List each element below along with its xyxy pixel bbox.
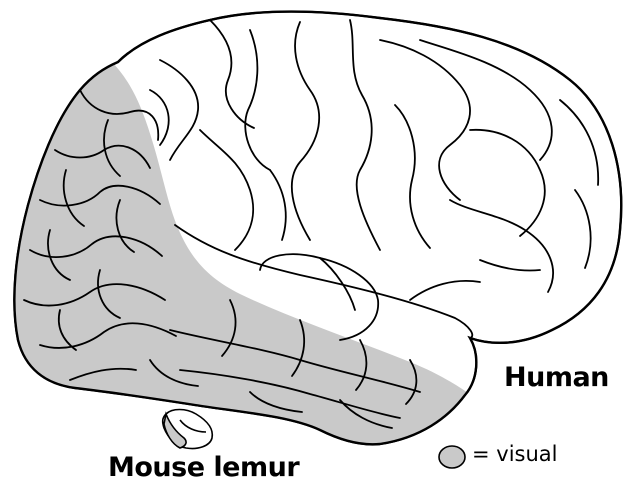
mouse-lemur-brain (163, 410, 213, 449)
legend-text: = visual (472, 442, 558, 466)
legend-swatch-shape (439, 446, 465, 468)
mouse-lemur-label: Mouse lemur (108, 452, 299, 483)
human-label: Human (504, 362, 609, 393)
